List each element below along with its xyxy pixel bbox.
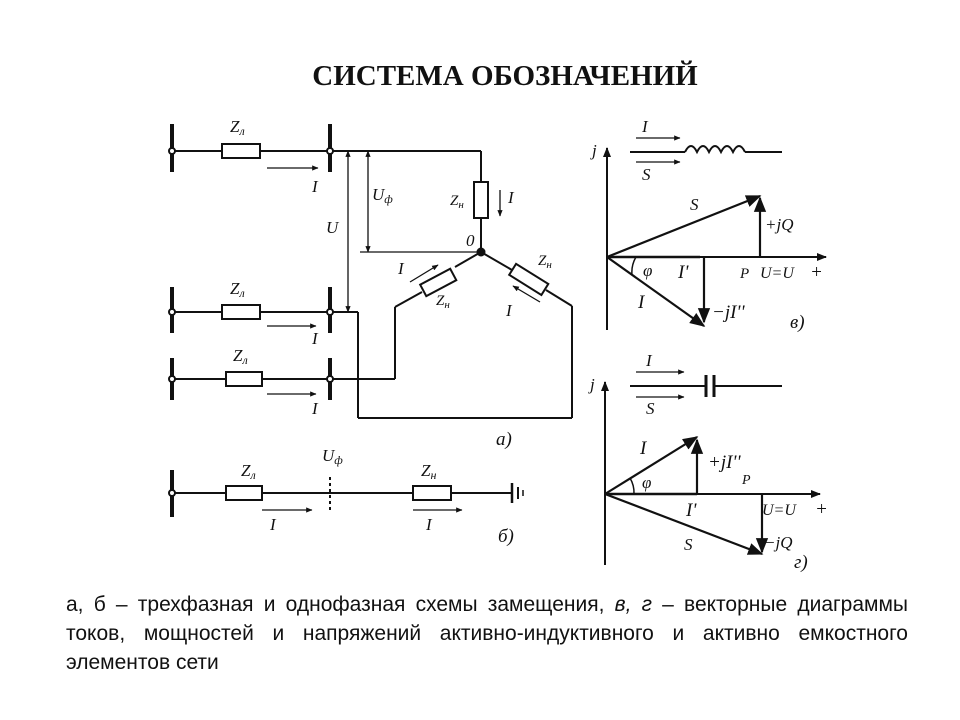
single-phase-labels: Zл Zн Uф I I б)	[241, 446, 514, 547]
label-current-2: I	[311, 329, 319, 348]
caption-part-2: в, г	[614, 593, 652, 616]
label-current-single-1: I	[269, 515, 277, 534]
label-U-l: U=U	[760, 265, 795, 282]
label-element-power-l: S	[642, 165, 651, 184]
current-arrow-load-c	[512, 285, 541, 303]
inductive-vector-diagram	[603, 135, 827, 330]
phase-3-line-impedance	[225, 371, 263, 387]
label-element-current-l: I	[641, 117, 649, 136]
label-S-l: S	[690, 195, 699, 214]
label-current-load-a: I	[507, 188, 515, 207]
label-element-power-c: S	[646, 399, 655, 418]
label-angle-l: φ	[643, 261, 652, 280]
caption-part-3: – векторные диаграммы токов, мощностей и…	[66, 593, 908, 674]
three-phase-labels: Zл Zл Zл Zн Zн Zн I I I I I I Uф U 0 а)	[230, 117, 552, 450]
label-current-load-c: I	[505, 301, 513, 320]
label-I1-l: I'	[677, 262, 689, 283]
label-I-c: I	[639, 438, 648, 459]
phase-1-line-impedance	[221, 143, 261, 159]
vector-S	[606, 194, 762, 259]
vector-S-cap	[604, 492, 764, 556]
capacitive-vector-diagram	[601, 369, 821, 565]
label-axis-j-upper: j	[590, 141, 597, 160]
label-S-c: S	[684, 535, 693, 554]
label-plus-c: +	[815, 499, 828, 520]
label-U-c: U=U	[762, 502, 797, 519]
inductive-labels: j I S S +jQ φ I' P U=U + I −jI'' в)	[590, 117, 823, 333]
angle-arc	[631, 256, 637, 276]
label-z-load-b: Zн	[436, 293, 450, 311]
current-arrow-load-b	[409, 264, 439, 283]
label-current-3: I	[311, 399, 319, 418]
label-P-c: P	[741, 473, 751, 488]
label-line-voltage: U	[326, 218, 340, 237]
label-z-line-single: Zл	[241, 461, 256, 482]
label-current-1: I	[311, 177, 319, 196]
label-jI2-l: −jI''	[712, 302, 745, 323]
label-jQ-l: +jQ	[765, 215, 793, 234]
label-angle-c: φ	[642, 473, 651, 492]
label-axis-j-lower: j	[588, 375, 595, 394]
label-d: г)	[794, 552, 808, 573]
phase-2-line-impedance	[221, 304, 261, 320]
label-phase-voltage: Uф	[372, 185, 393, 206]
inductor-symbol	[684, 145, 746, 155]
label-current-single-2: I	[425, 515, 433, 534]
label-plus-l: +	[810, 262, 823, 283]
label-current-load-b: I	[397, 259, 405, 278]
single-phase-scheme	[168, 470, 524, 517]
vector-I-cap	[604, 436, 699, 495]
load-impedance-b	[418, 267, 458, 298]
label-jQ-c: −jQ	[764, 533, 792, 552]
load-impedance-a	[473, 181, 489, 219]
label-z-line-2: Zл	[230, 279, 245, 300]
label-a: а)	[496, 429, 512, 450]
label-z-load-a: Zн	[450, 193, 464, 211]
label-z-load-single: Zн	[421, 461, 436, 482]
label-element-current-c: I	[645, 351, 653, 370]
capacitive-labels: j I S I +jI'' P φ I' U=U + −jQ S г)	[588, 351, 828, 573]
label-c: в)	[790, 312, 805, 333]
three-phase-scheme	[168, 124, 573, 419]
label-P-l: P	[739, 266, 749, 282]
caption-part-1: а, б – трехфазная и однофазная схемы зам…	[66, 593, 615, 616]
label-I1-c: I'	[685, 500, 697, 521]
label-jI2-c: +jI''	[708, 452, 741, 473]
vector-I	[606, 256, 706, 327]
single-line-impedance	[225, 485, 263, 501]
single-load-impedance	[412, 485, 452, 501]
label-I-l: I	[637, 292, 646, 313]
figure-caption: а, б – трехфазная и однофазная схемы зам…	[66, 590, 908, 677]
load-impedance-c	[507, 262, 550, 297]
angle-arc-cap	[629, 477, 635, 495]
slide-title: СИСТЕМА ОБОЗНАЧЕНИЙ	[312, 60, 698, 92]
label-z-line-1: Zл	[230, 117, 245, 138]
label-z-line-3: Zл	[233, 346, 248, 367]
label-phase-voltage-single: Uф	[322, 446, 343, 467]
label-z-load-c: Zн	[538, 253, 552, 271]
label-b: б)	[498, 526, 514, 547]
label-neutral: 0	[466, 231, 475, 250]
